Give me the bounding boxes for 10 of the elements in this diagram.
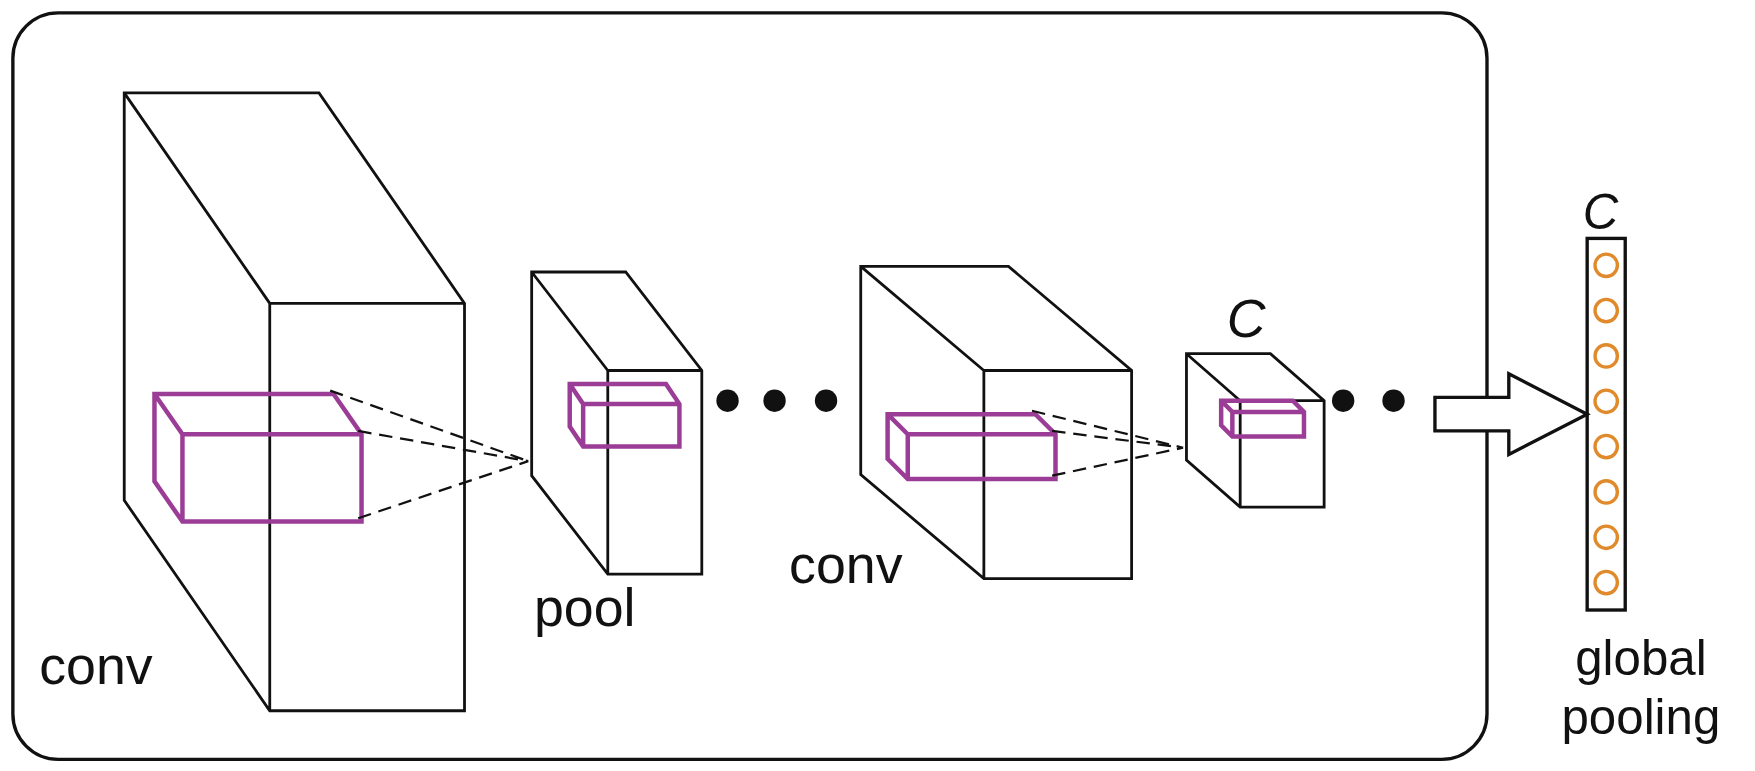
- projection-lines: [329, 389, 530, 520]
- layer-label: pool: [533, 580, 636, 635]
- pooling-label: global pooling: [1560, 629, 1722, 747]
- block-arrow: [1433, 371, 1591, 458]
- channel-label: C: [1582, 188, 1619, 238]
- network-frame: [11, 11, 1489, 762]
- layer-label: conv: [39, 639, 153, 693]
- layer-label: conv: [789, 538, 903, 593]
- channel-label: C: [1226, 292, 1266, 346]
- projection-lines: [1030, 409, 1185, 477]
